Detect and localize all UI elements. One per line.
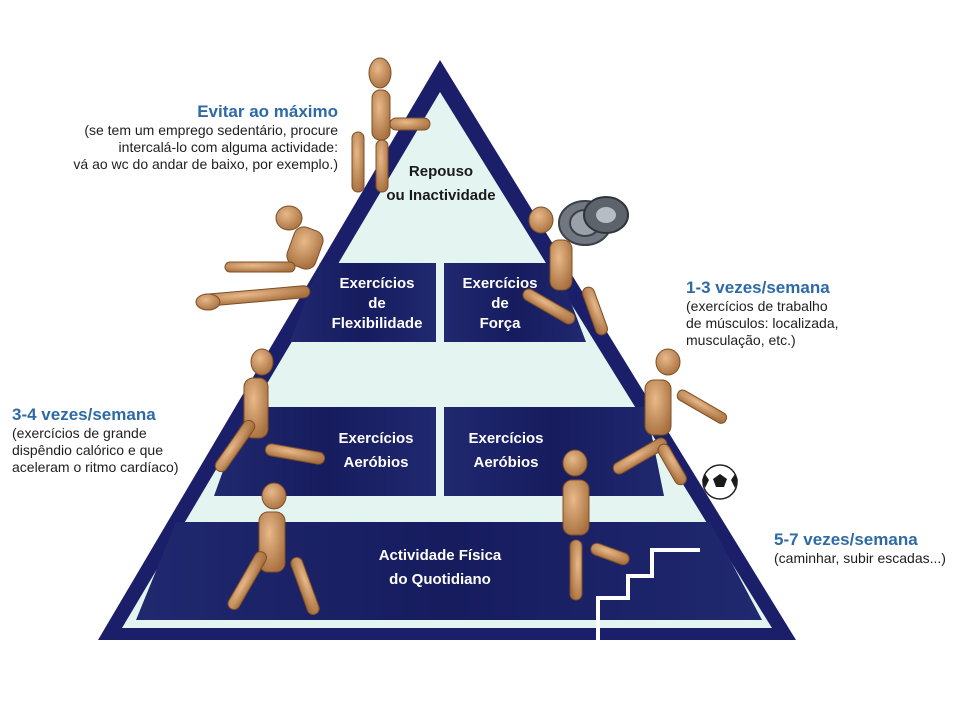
label-evitar-heading: Evitar ao máximo: [197, 102, 338, 121]
tier-base-label: Actividade Física do Quotidiano: [340, 540, 540, 596]
aero-left-line2: Aeróbios: [343, 454, 409, 471]
forca-line1: Exercícios: [462, 275, 538, 292]
tier-top-line2: ou Inactividade: [386, 187, 496, 204]
flex-line3: Flexibilidade: [331, 315, 423, 332]
label-3-4-heading: 3-4 vezes/semana: [12, 405, 156, 424]
tier-flex: [290, 263, 436, 342]
dumbbell-weights-icon: [558, 196, 629, 246]
label-1-3: 1-3 vezes/semana (exercícios de trabalho…: [686, 278, 926, 349]
label-3-4-line2: dispêndio calórico e que: [12, 442, 163, 458]
label-1-3-line1: (exercícios de trabalho: [686, 298, 828, 314]
label-5-7-line1: (caminhar, subir escadas...): [774, 550, 946, 566]
tier-aero-left: [214, 407, 436, 496]
aero-right-line1: Exercícios: [468, 430, 544, 447]
tier-flex-label: Exercícios de Flexibilidade: [318, 268, 436, 340]
label-3-4-line3: aceleram o ritmo cardíaco): [12, 459, 179, 475]
label-5-7: 5-7 vezes/semana (caminhar, subir escada…: [774, 530, 954, 567]
tier-top-line1: Repouso: [408, 163, 474, 180]
aero-left-line1: Exercícios: [338, 430, 414, 447]
label-3-4-line1: (exercícios de grande: [12, 425, 147, 441]
tier-aero-right-label: Exercícios Aeróbios: [446, 420, 566, 482]
label-1-3-line3: musculação, etc.): [686, 332, 796, 348]
tier-aero-left-label: Exercícios Aeróbios: [316, 420, 436, 482]
base-line2: do Quotidiano: [389, 571, 491, 588]
wooden-mannequin-icon: [195, 57, 728, 616]
label-evitar-line1: (se tem um emprego sedentário, procure: [84, 122, 338, 138]
flex-line2: de: [368, 295, 386, 312]
forca-line3: Força: [479, 315, 521, 332]
tier-forca-label: Exercícios de Força: [444, 268, 556, 340]
tier-aero-right: [444, 407, 664, 496]
label-5-7-heading: 5-7 vezes/semana: [774, 530, 918, 549]
tier-top-label: Repouso ou Inactividade: [370, 160, 512, 208]
flex-line1: Exercícios: [339, 275, 415, 292]
label-1-3-heading: 1-3 vezes/semana: [686, 278, 830, 297]
label-3-4: 3-4 vezes/semana (exercícios de grande d…: [12, 405, 212, 476]
label-evitar-line2: intercalá-lo com alguma actividade:: [118, 139, 338, 155]
label-evitar: Evitar ao máximo (se tem um emprego sede…: [40, 102, 338, 173]
label-1-3-line2: de músculos: localizada,: [686, 315, 839, 331]
base-line1: Actividade Física: [378, 547, 502, 564]
stairs-icon: [596, 548, 700, 640]
forca-line2: de: [491, 295, 509, 312]
aero-right-line2: Aeróbios: [473, 454, 539, 471]
soccer-ball-icon: [702, 464, 738, 500]
label-evitar-line3: vá ao wc do andar de baixo, por exemplo.…: [73, 156, 338, 172]
